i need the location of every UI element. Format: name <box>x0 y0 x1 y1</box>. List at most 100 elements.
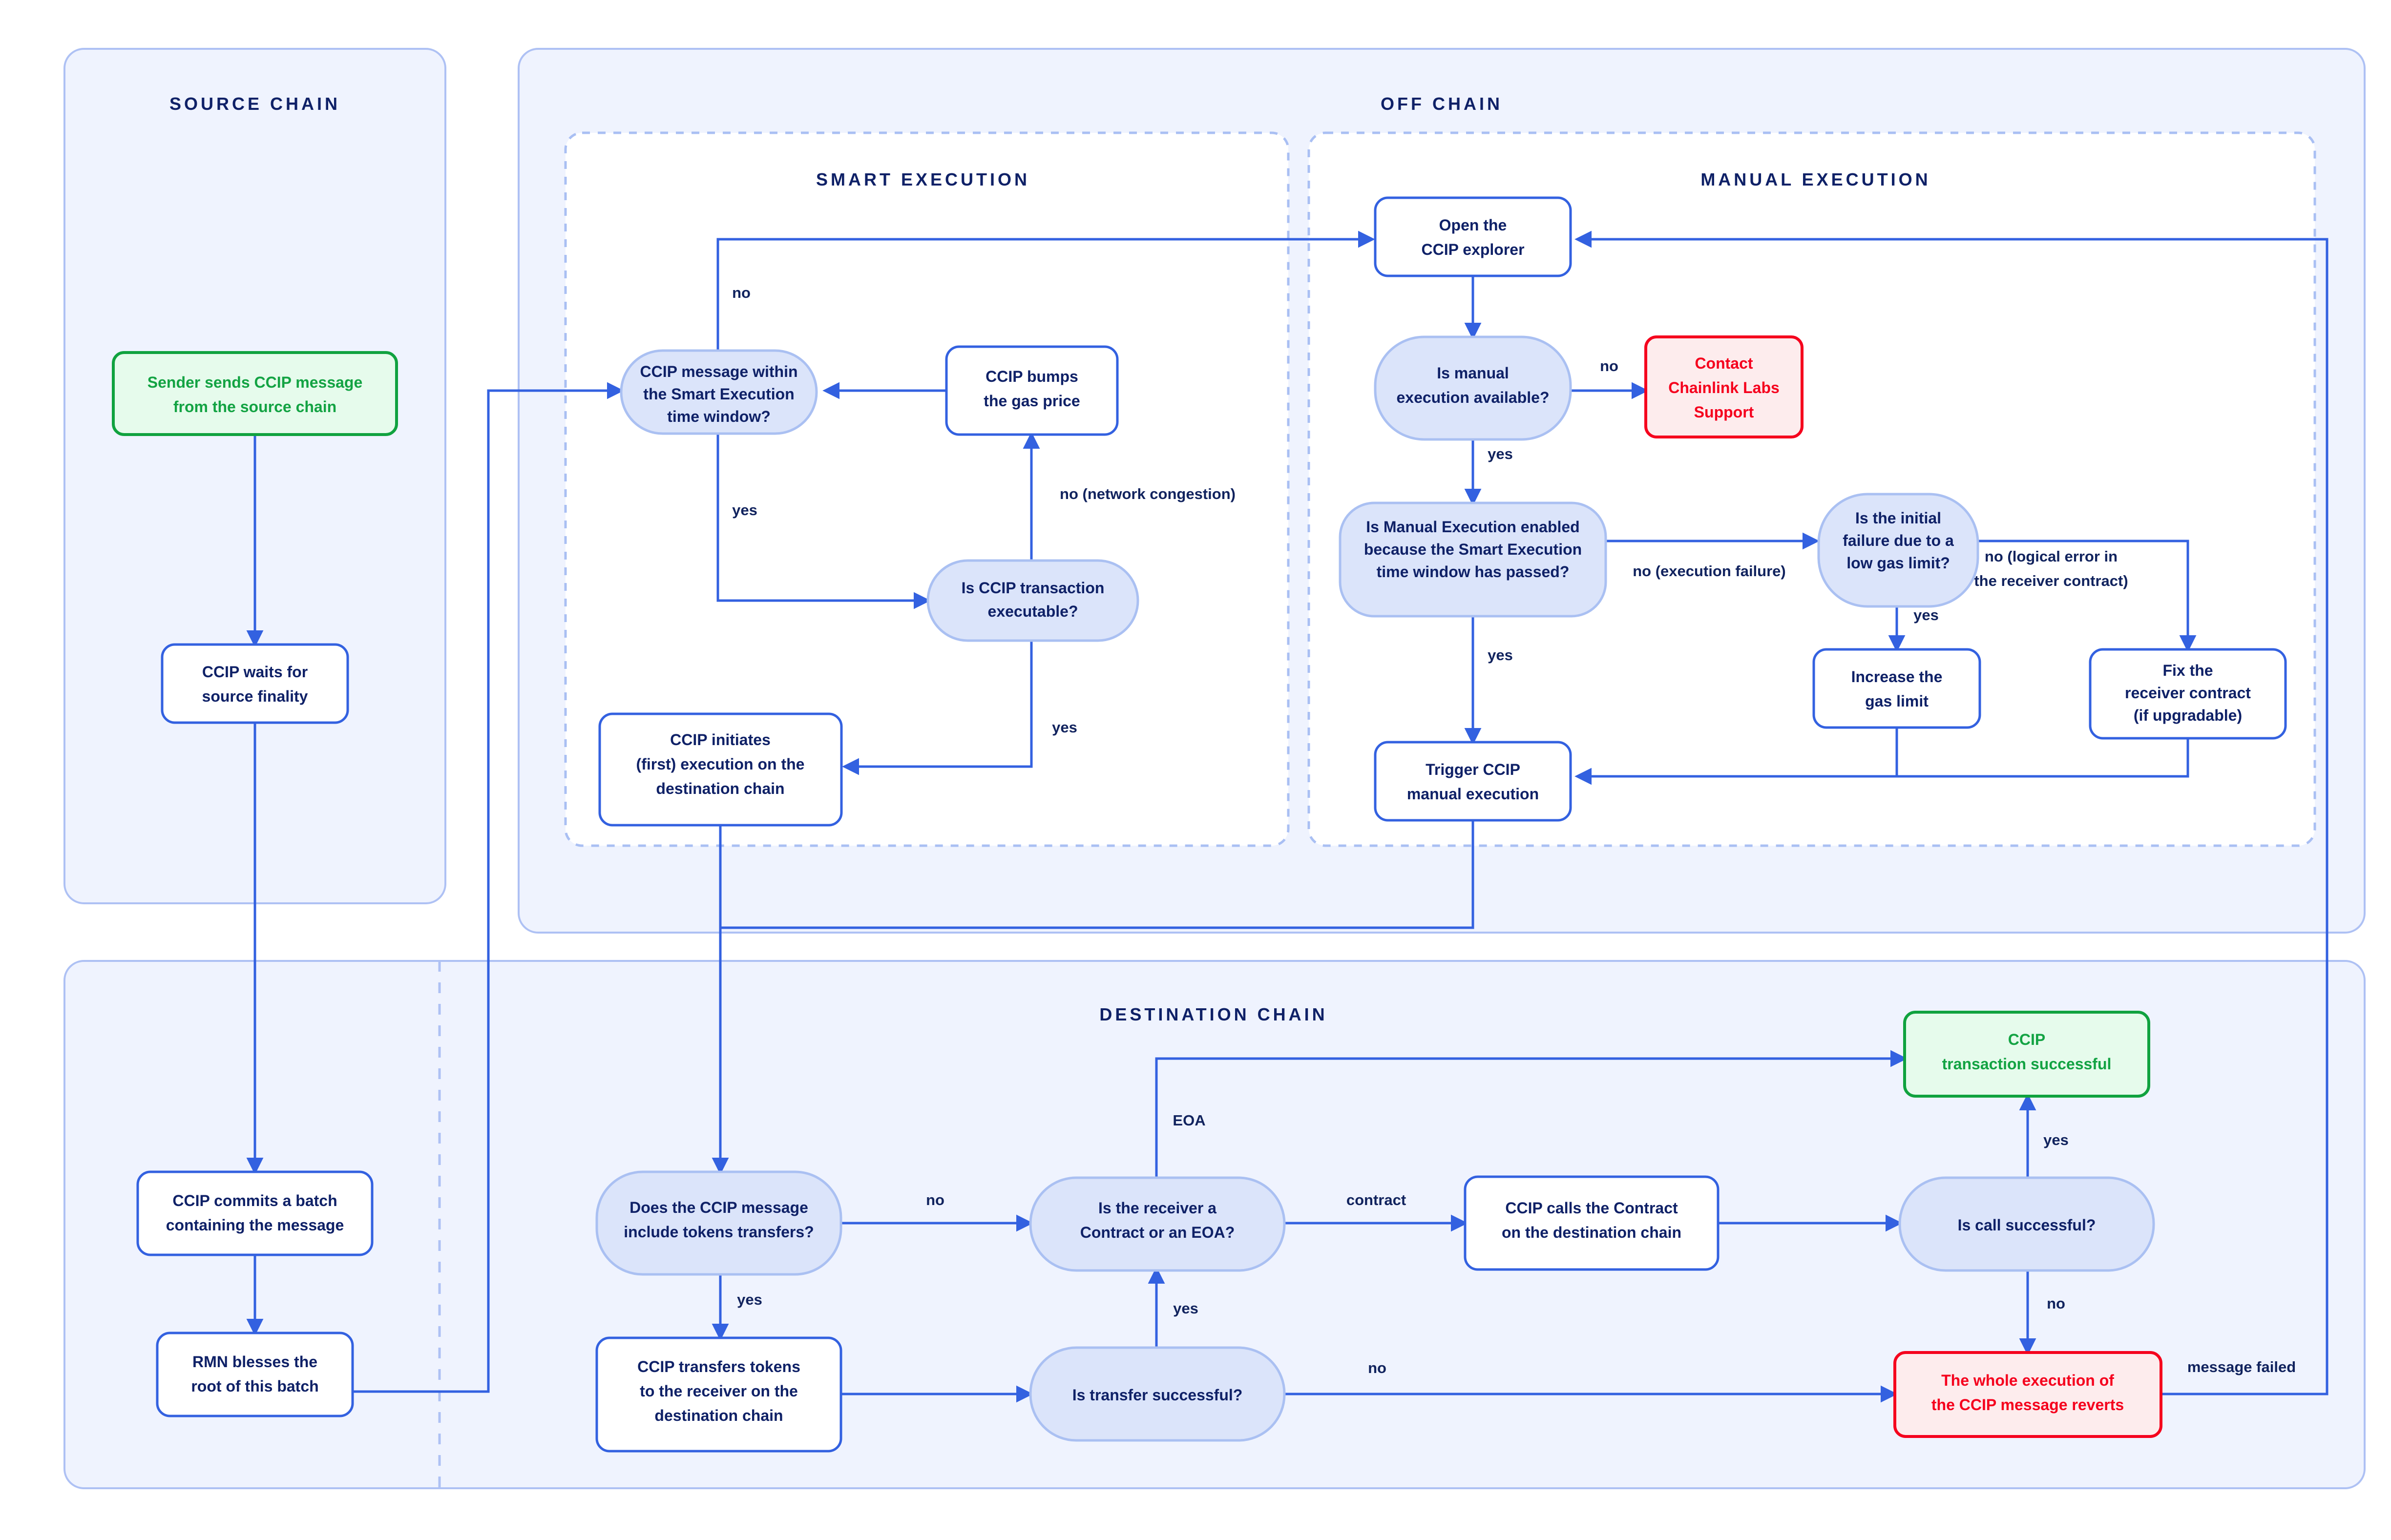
node-within-window-line3: time window? <box>667 408 771 425</box>
node-include-tokens[interactable]: Does the CCIP message include tokens tra… <box>595 1170 842 1276</box>
node-initial-failure[interactable]: Is the initial failure due to a low gas … <box>1817 493 1979 608</box>
edge-window-yes <box>716 434 931 609</box>
node-increase-gas-line2: gas limit <box>1865 692 1929 710</box>
edge-label-available-no: no <box>1600 357 1618 375</box>
edge-rmn-to-window <box>353 382 624 1393</box>
edge-label-tokens-yes: yes <box>737 1291 762 1308</box>
node-tx-successful-line2: transaction successful <box>1942 1055 2112 1073</box>
node-trigger-manual-line1: Trigger CCIP <box>1426 761 1520 778</box>
node-initiates-execution-line3: destination chain <box>656 780 784 797</box>
node-within-window[interactable]: CCIP message within the Smart Execution … <box>620 349 818 435</box>
node-manual-available-line1: Is manual <box>1437 364 1509 382</box>
node-waits-finality[interactable]: CCIP waits for source finality <box>161 643 349 724</box>
node-manual-enabled-line2: because the Smart Execution <box>1364 541 1582 558</box>
node-increase-gas[interactable]: Increase the gas limit <box>1812 648 1981 729</box>
node-fix-receiver-line2: receiver contract <box>2125 684 2251 702</box>
lane-title-source-chain: SOURCE CHAIN <box>169 94 340 114</box>
node-whole-reverts[interactable]: The whole execution of the CCIP message … <box>1893 1351 2162 1438</box>
node-waits-finality-line1: CCIP waits for <box>202 663 308 681</box>
node-manual-enabled-line3: time window has passed? <box>1377 563 1570 581</box>
node-transfer-successful[interactable]: Is transfer successful? <box>1029 1346 1286 1442</box>
node-contact-support-line3: Support <box>1694 403 1754 421</box>
node-manual-available[interactable]: Is manual execution available? <box>1374 335 1572 441</box>
node-transfers-tokens-line1: CCIP transfers tokens <box>637 1358 800 1375</box>
edge-label-failure-yes: yes <box>1913 606 1939 624</box>
node-rmn-blesses-line2: root of this batch <box>191 1377 318 1395</box>
node-manual-enabled-line1: Is Manual Execution enabled <box>1366 518 1579 536</box>
node-open-explorer-line2: CCIP explorer <box>1421 241 1524 258</box>
node-commits-batch-line2: containing the message <box>166 1216 344 1234</box>
edge-label-transfer-no: no <box>1368 1359 1386 1376</box>
edge-label-failure-no-2: the receiver contract) <box>1974 572 2128 589</box>
node-is-executable[interactable]: Is CCIP transaction executable? <box>926 559 1139 642</box>
node-open-explorer-line1: Open the <box>1439 216 1507 234</box>
node-sender-sends[interactable]: Sender sends CCIP message from the sourc… <box>112 351 398 436</box>
node-contact-support[interactable]: Contact Chainlink Labs Support <box>1644 335 1804 438</box>
node-open-explorer[interactable]: Open the CCIP explorer <box>1374 196 1572 277</box>
edge-label-available-yes: yes <box>1488 445 1513 462</box>
node-contract-or-eoa[interactable]: Is the receiver a Contract or an EOA? <box>1029 1176 1286 1272</box>
edge-label-receiver-eoa: EOA <box>1173 1112 1205 1129</box>
node-initiates-execution[interactable]: CCIP initiates (first) execution on the … <box>598 712 843 827</box>
edge-executable-yes <box>842 641 1033 775</box>
node-include-tokens-line1: Does the CCIP message <box>629 1199 808 1216</box>
node-initiates-execution-line1: CCIP initiates <box>670 731 771 749</box>
node-commits-batch-line1: CCIP commits a batch <box>172 1192 337 1209</box>
node-is-executable-line1: Is CCIP transaction <box>962 579 1105 597</box>
lane-smart-execution: SMART EXECUTION <box>564 131 1290 847</box>
node-whole-reverts-line1: The whole execution of <box>1941 1372 2114 1389</box>
node-contract-or-eoa-line1: Is the receiver a <box>1098 1199 1216 1217</box>
node-whole-reverts-line2: the CCIP message reverts <box>1931 1396 2124 1414</box>
node-calls-contract[interactable]: CCIP calls the Contract on the destinati… <box>1464 1175 1720 1271</box>
node-sender-sends-line1: Sender sends CCIP message <box>147 374 363 391</box>
node-trigger-manual[interactable]: Trigger CCIP manual execution <box>1374 741 1572 822</box>
edge-label-window-no: no <box>732 284 751 301</box>
node-manual-enabled[interactable]: Is Manual Execution enabled because the … <box>1339 501 1607 618</box>
lane-title-destination-chain: DESTINATION CHAIN <box>1099 1004 1327 1024</box>
node-rmn-blesses[interactable]: RMN blesses the root of this batch <box>156 1332 354 1417</box>
node-contract-or-eoa-line2: Contract or an EOA? <box>1080 1224 1235 1241</box>
node-fix-receiver[interactable]: Fix the receiver contract (if upgradable… <box>2089 648 2287 740</box>
node-transfer-successful-line1: Is transfer successful? <box>1072 1386 1243 1404</box>
node-within-window-line1: CCIP message within <box>640 363 797 380</box>
node-transfers-tokens-line3: destination chain <box>654 1407 783 1424</box>
edge-reverts-to-explorer <box>1574 230 2328 1395</box>
lane-title-smart-execution: SMART EXECUTION <box>816 169 1030 189</box>
edge-failure-no <box>1978 540 2197 652</box>
lane-manual-execution: MANUAL EXECUTION <box>1307 131 2316 847</box>
node-initial-failure-line1: Is the initial <box>1855 509 1941 527</box>
node-commits-batch[interactable]: CCIP commits a batch containing the mess… <box>136 1170 374 1256</box>
node-bumps-gas-line1: CCIP bumps <box>986 368 1078 385</box>
edge-window-no <box>716 230 1375 351</box>
node-calls-contract-line2: on the destination chain <box>1502 1224 1681 1241</box>
edge-label-enabled-yes: yes <box>1488 646 1513 664</box>
node-tx-successful[interactable]: CCIP transaction successful <box>1903 1011 2150 1098</box>
edge-label-executable-no: no (network congestion) <box>1060 485 1236 502</box>
edge-label-tokens-no: no <box>926 1191 944 1208</box>
node-is-executable-line2: executable? <box>988 603 1078 620</box>
edge-trigger-to-window <box>720 811 1474 929</box>
node-include-tokens-line2: include tokens transfers? <box>624 1223 814 1241</box>
edge-label-failure-no-1: no (logical error in <box>1985 548 2118 565</box>
edge-label-call-no: no <box>2047 1295 2065 1312</box>
lane-title-manual-execution: MANUAL EXECUTION <box>1700 169 1930 189</box>
node-bumps-gas-line2: the gas price <box>984 392 1080 410</box>
edge-label-executable-yes: yes <box>1052 719 1077 736</box>
node-trigger-manual-line2: manual execution <box>1407 785 1539 803</box>
lane-title-off-chain: OFF CHAIN <box>1381 94 1503 114</box>
node-contact-support-line1: Contact <box>1695 354 1753 372</box>
node-waits-finality-line2: source finality <box>202 687 308 705</box>
edge-label-receiver-contract: contract <box>1346 1191 1406 1208</box>
node-manual-available-line2: execution available? <box>1396 389 1549 406</box>
edge-label-call-yes: yes <box>2043 1131 2069 1148</box>
node-rmn-blesses-line1: RMN blesses the <box>192 1353 317 1371</box>
node-bumps-gas[interactable]: CCIP bumps the gas price <box>945 345 1119 436</box>
node-tx-successful-line1: CCIP <box>2008 1031 2045 1048</box>
node-sender-sends-line2: from the source chain <box>173 398 336 416</box>
node-transfers-tokens[interactable]: CCIP transfers tokens to the receiver on… <box>595 1336 842 1453</box>
edge-fix-to-trigger <box>1582 737 2189 778</box>
node-within-window-line2: the Smart Execution <box>643 385 794 403</box>
node-increase-gas-line1: Increase the <box>1851 668 1943 686</box>
node-call-successful[interactable]: Is call successful? <box>1898 1176 2155 1272</box>
